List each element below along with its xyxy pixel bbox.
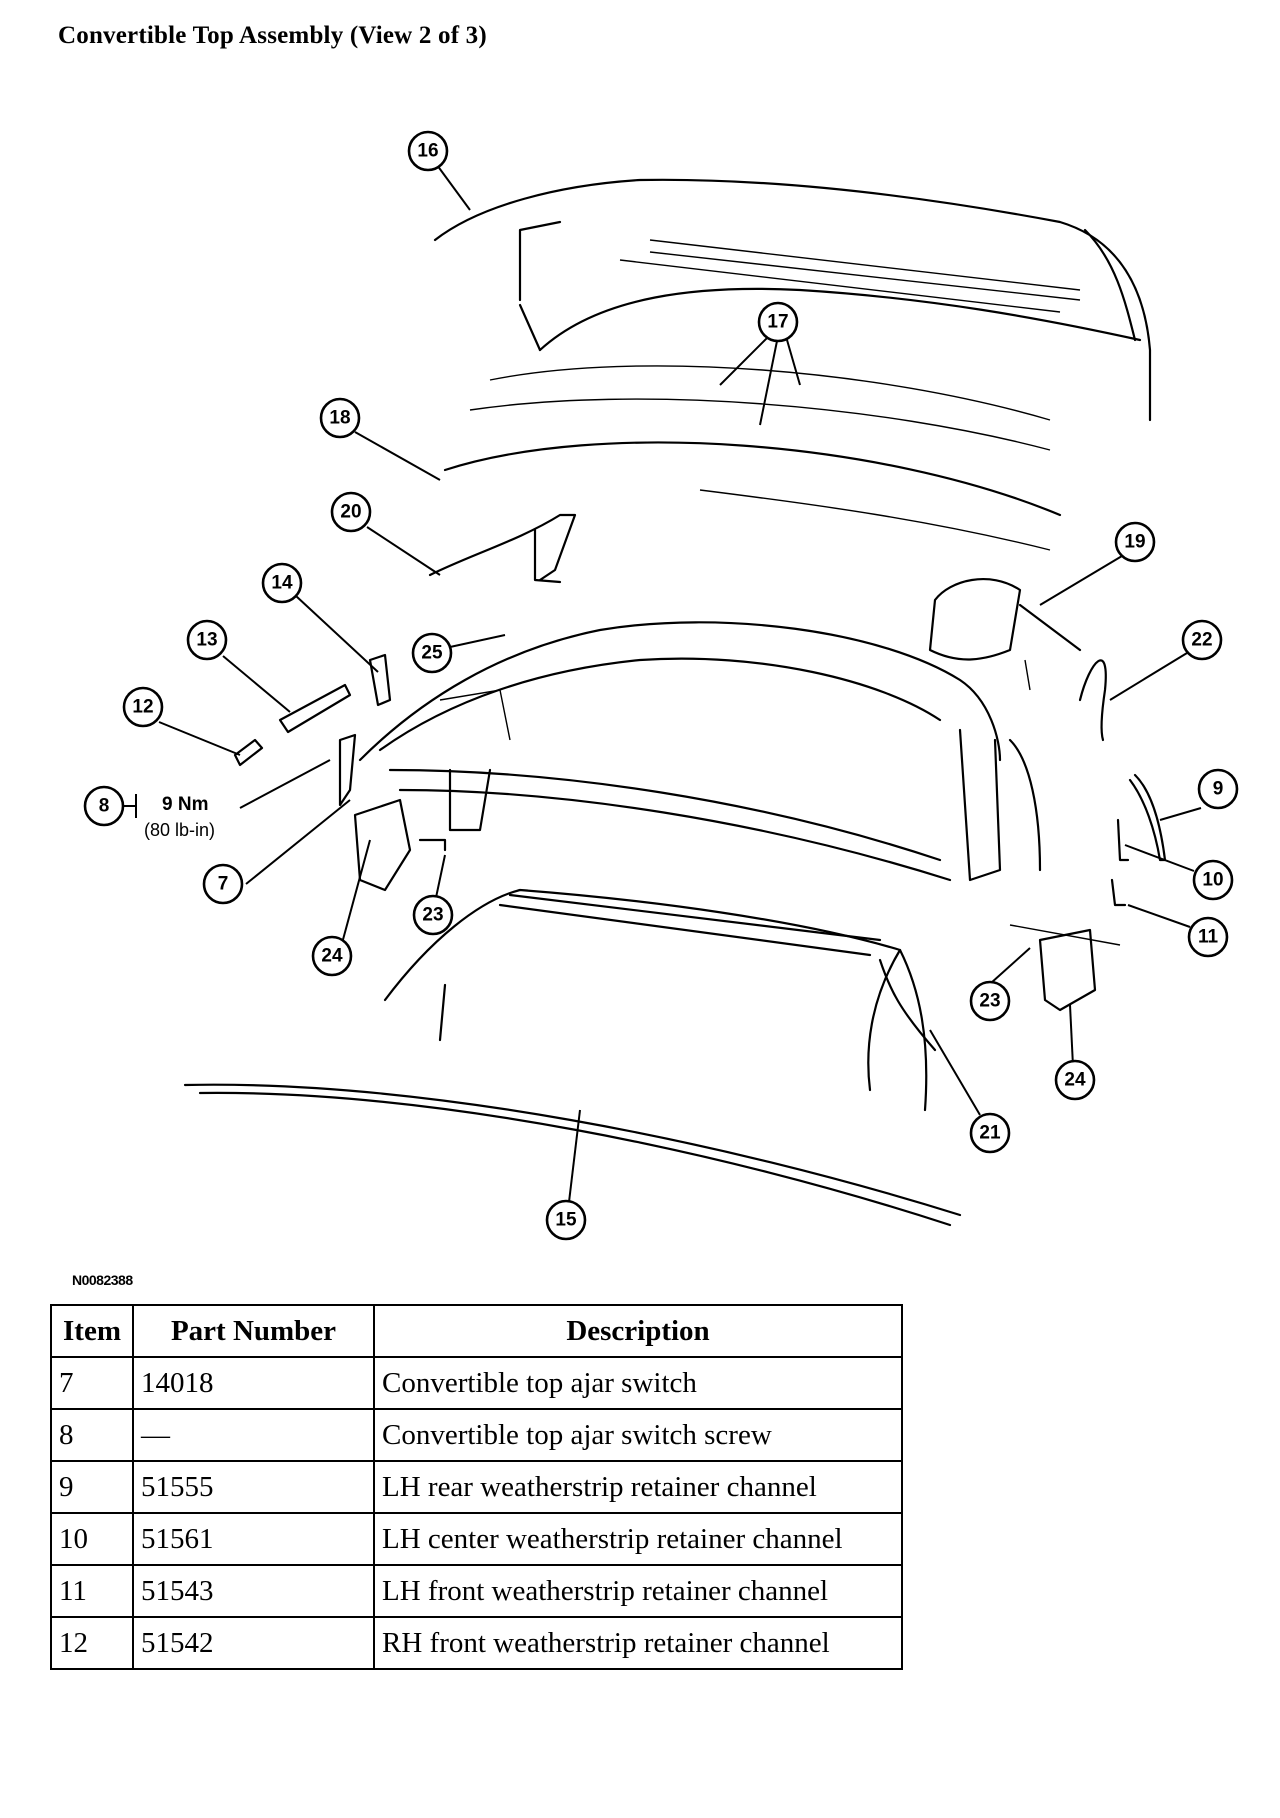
table-row: 7 14018 Convertible top ajar switch [50,1356,903,1410]
cell-part-number: 51561 [132,1512,375,1566]
cell-part-number: — [132,1408,375,1462]
callout-label: 19 [1124,532,1145,553]
callout: 17 [757,301,799,343]
torque-alt: (80 lb-in) [144,820,215,840]
main-frame [358,621,1042,882]
cell-description: Convertible top ajar switch [373,1356,903,1410]
cell-item: 8 [50,1408,134,1462]
header-part-number: Part Number [132,1304,375,1358]
callout-label: 10 [1202,870,1223,891]
callout: 16 [407,130,449,172]
callout: 11 [1187,916,1229,958]
cell-description: Convertible top ajar switch screw [373,1408,903,1462]
callout: 14 [261,562,303,604]
callout: 18 [319,397,361,439]
callout: 19 [1114,521,1156,563]
cell-description: LH front weatherstrip retainer channel [373,1564,903,1618]
part-15-rail [183,1083,962,1227]
callout-label: 18 [329,408,350,429]
cell-item: 12 [50,1616,134,1670]
callout-label: 24 [321,946,343,967]
callout: 22 [1181,619,1223,661]
part-22 [1078,659,1107,742]
callout: 12 [122,686,164,728]
callout: 25 [411,632,453,674]
table-header-row: Item Part Number Description [50,1304,903,1358]
callout-label: 15 [555,1210,577,1231]
callout-label: 11 [1198,927,1219,948]
callout-label: 16 [417,141,438,162]
cell-description: LH center weatherstrip retainer channel [373,1512,903,1566]
parts-table: Item Part Number Description 7 14018 Con… [50,1304,903,1670]
page-title: Convertible Top Assembly (View 2 of 3) [58,22,487,49]
table-row: 11 51543 LH front weatherstrip retainer … [50,1564,903,1618]
callout-label: 21 [979,1123,1001,1144]
torque-value: 9 Nm [162,794,208,815]
callout: 8 [83,785,125,827]
callout-label: 13 [196,630,217,651]
callout: 9 [1197,768,1239,810]
retainer-channels-right [1009,773,1167,1012]
table-row: 9 51555 LH rear weatherstrip retainer ch… [50,1460,903,1514]
callout-label: 8 [99,796,110,817]
callout: 15 [545,1199,587,1241]
table-row: 12 51542 RH front weatherstrip retainer … [50,1616,903,1670]
cell-part-number: 51543 [132,1564,375,1618]
callout: 10 [1192,859,1234,901]
cell-item: 10 [50,1512,134,1566]
callout: 13 [186,619,228,661]
exploded-view-diagram: 16 17 18 20 19 22 14 25 13 12 8 9 7 10 2… [83,130,1239,1241]
part-16-top-fabric [433,178,1152,422]
callout-label: 25 [421,643,443,664]
small-parts-left [233,653,447,892]
cell-part-number: 14018 [132,1356,375,1410]
callout: 21 [969,1112,1011,1154]
header-description: Description [373,1304,903,1358]
callout: 23 [412,894,454,936]
part-19 [928,578,1082,691]
cell-part-number: 51555 [132,1460,375,1514]
callout-label: 23 [422,905,443,926]
cell-part-number: 51542 [132,1616,375,1670]
cell-description: LH rear weatherstrip retainer channel [373,1460,903,1514]
table-row: 10 51561 LH center weatherstrip retainer… [50,1512,903,1566]
part-21-cover [383,888,937,1112]
part-20 [428,513,577,584]
cell-item: 11 [50,1564,134,1618]
leader-lines [124,164,1202,1203]
callout-label: 22 [1191,630,1212,651]
callout: 23 [969,980,1011,1022]
cell-description: RH front weatherstrip retainer channel [373,1616,903,1670]
callout-label: 23 [979,991,1000,1012]
callout: 24 [311,935,353,977]
part-17-bows [443,365,1062,551]
callout: 20 [330,491,372,533]
callout-label: 14 [271,573,293,594]
callout-label: 12 [132,697,153,718]
callout-label: 7 [218,874,229,895]
header-item: Item [50,1304,134,1358]
callout: 7 [202,863,244,905]
figure-id: N0082388 [72,1272,133,1288]
cell-item: 7 [50,1356,134,1410]
callout-label: 24 [1064,1070,1086,1091]
callout-label: 9 [1213,779,1224,800]
callout-label: 17 [767,312,788,333]
callout: 24 [1054,1059,1096,1101]
table-row: 8 — Convertible top ajar switch screw [50,1408,903,1462]
cell-item: 9 [50,1460,134,1514]
callout-label: 20 [340,502,361,523]
